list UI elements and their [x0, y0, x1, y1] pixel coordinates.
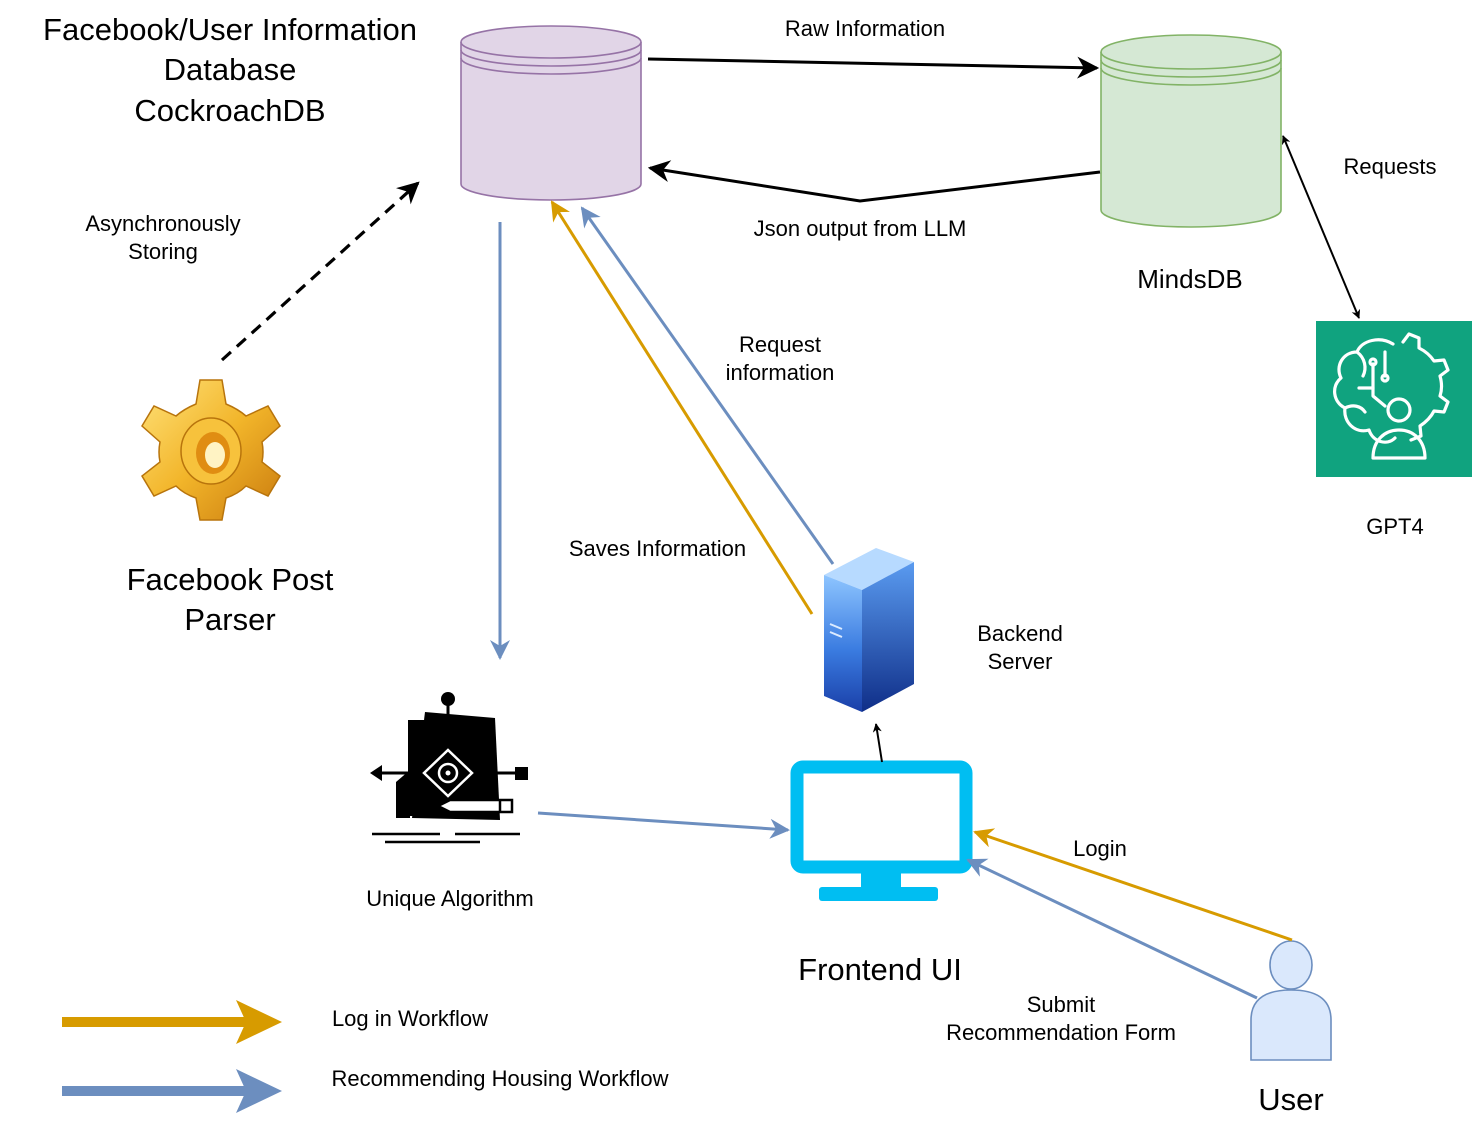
parser-gear-icon[interactable]	[141, 379, 281, 521]
user-label: User	[1258, 1082, 1324, 1117]
async-storing-label: Asynchronously Storing	[85, 211, 241, 264]
unique-algorithm-icon[interactable]	[370, 692, 528, 844]
backend-server-label: Backend Server	[977, 621, 1063, 674]
mindsdb-label: MindsDB	[1137, 264, 1243, 294]
gpt4-ai-icon[interactable]	[1316, 321, 1472, 477]
database-title: Facebook/User Information Database Cockr…	[43, 12, 417, 128]
cockroachdb-database-icon[interactable]	[460, 25, 642, 201]
user-actor-icon[interactable]	[1250, 940, 1332, 1061]
unique-algorithm-label: Unique Algorithm	[366, 886, 534, 911]
legend-housing-label: Recommending Housing Workflow	[331, 1066, 669, 1091]
edge-async-storing	[220, 181, 420, 362]
frontend-ui-label: Frontend UI	[798, 952, 962, 987]
legend-login-arrow	[62, 1000, 282, 1044]
edge-frontend-to-backend	[872, 723, 883, 763]
backend-server-icon[interactable]	[824, 548, 914, 712]
request-information-label: Request information	[725, 332, 835, 385]
edge-requests	[1281, 135, 1361, 319]
submit-form-label: Submit Recommendation Form	[946, 992, 1176, 1045]
edge-login	[973, 828, 1293, 942]
login-label: Login	[1073, 836, 1127, 861]
edge-saves-information	[550, 200, 814, 615]
frontend-monitor-icon[interactable]	[790, 760, 973, 901]
legend-login-label: Log in Workflow	[331, 1006, 489, 1031]
saves-information-label: Saves Information	[568, 536, 747, 561]
edge-submit-form	[966, 858, 1258, 1000]
edge-raw-information	[647, 56, 1100, 79]
gpt4-label: GPT4	[1366, 514, 1424, 539]
raw-information-label: Raw Information	[784, 16, 946, 41]
edge-request-information	[580, 206, 835, 565]
legend-housing-arrow	[62, 1069, 282, 1113]
json-output-label: Json output from LLM	[753, 216, 967, 241]
edge-json-output	[647, 160, 1101, 203]
edge-algorithm-to-frontend	[537, 811, 790, 839]
mindsdb-database-icon[interactable]	[1100, 34, 1282, 228]
parser-label: Facebook Post Parser	[126, 562, 334, 638]
requests-label: Requests	[1343, 154, 1437, 179]
